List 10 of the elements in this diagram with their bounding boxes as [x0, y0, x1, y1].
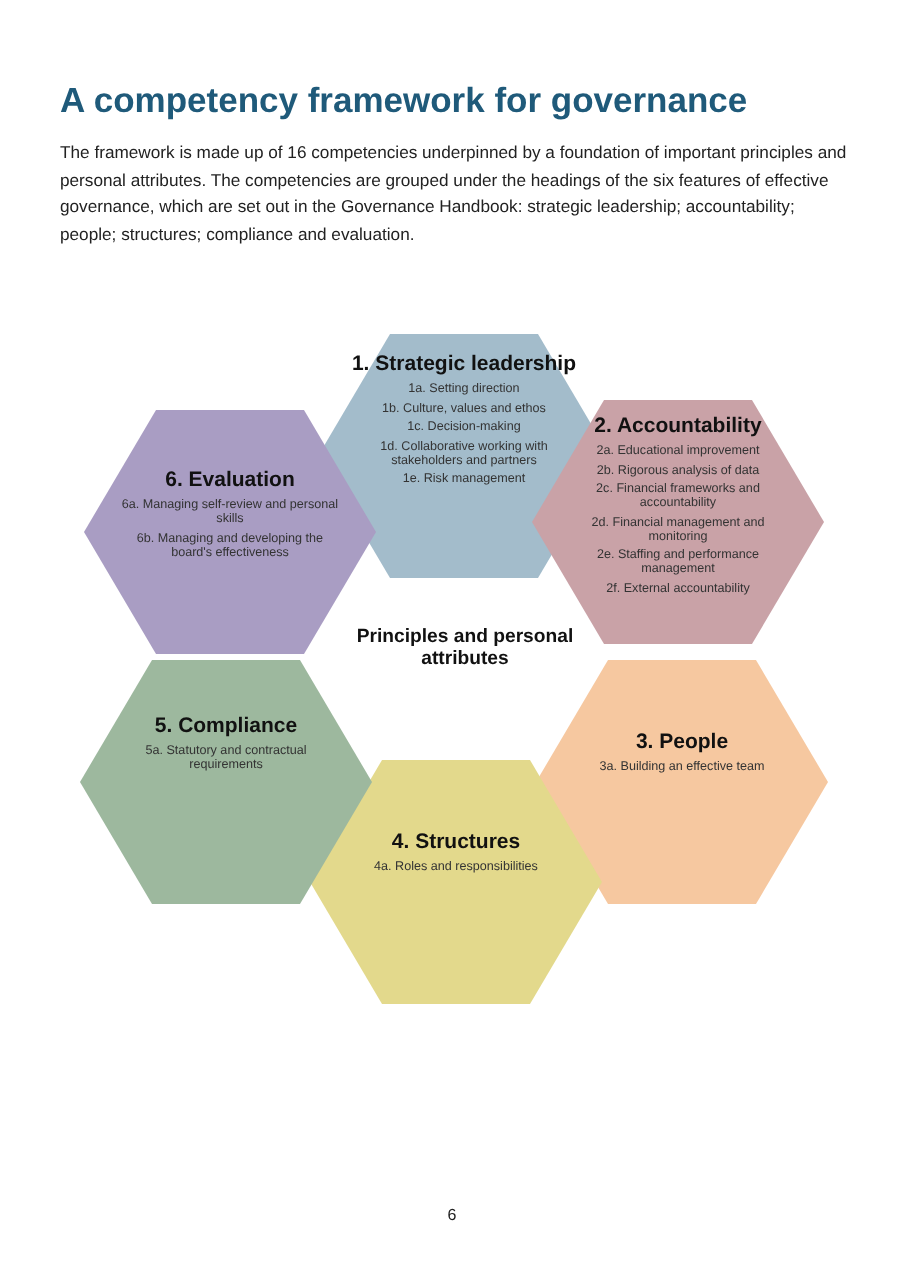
intro-paragraph: The framework is made up of 16 competencies underpinned by a foundation of important principles and personal attributes. The competencies are grouped under the headings of the six features of effective governance, which are set out in the Governance Handbook: strategic leadership; accountability; people; structures; compliance and evaluation. — [60, 140, 849, 248]
section-heading: 3. People — [633, 732, 731, 754]
page-title: A competency framework for governance — [60, 80, 748, 122]
section-heading: 4. Structures — [389, 832, 523, 854]
section-heading: 2. Accountability — [592, 416, 764, 438]
center-label: Principles and personal attributes — [354, 626, 576, 670]
section-heading: 5. Compliance — [152, 716, 300, 738]
page-number: 6 — [445, 1206, 459, 1224]
section-heading: 6. Evaluation — [163, 470, 297, 492]
section-heading: 1. Strategic leadership — [350, 354, 578, 376]
